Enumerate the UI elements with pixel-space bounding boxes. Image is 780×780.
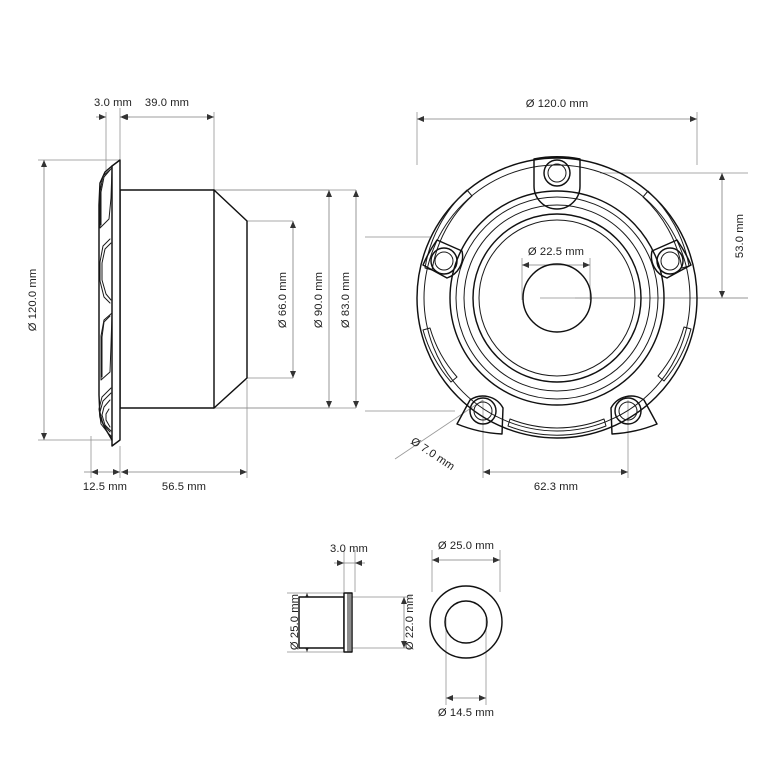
front-view-rim-slots bbox=[422, 189, 692, 436]
dim-rear-barrel-diameter: Ø 90.0 mm bbox=[313, 190, 332, 408]
dim-center-bore: Ø 22.5 mm bbox=[522, 246, 590, 268]
front-view-mounting-holes bbox=[422, 156, 692, 435]
grommet-front-body bbox=[429, 585, 503, 659]
dim-grommet-collar-thickness: 3.0 mm bbox=[330, 543, 368, 566]
dim-grommet-outer-diameter: Ø 25.0 mm bbox=[432, 540, 500, 563]
dim-label-bolt-vertical-span: 53.0 mm bbox=[734, 214, 746, 258]
side-view-extension-lines bbox=[38, 108, 356, 478]
mounting-hole-top bbox=[533, 156, 581, 210]
front-view-body bbox=[416, 157, 698, 439]
dim-front-outer-diameter: Ø 120.0 mm bbox=[417, 98, 697, 122]
dim-label-front-barrel-diameter: Ø 66.0 mm bbox=[277, 272, 289, 328]
dim-label-flange-diameter: Ø 120.0 mm bbox=[27, 269, 39, 332]
dim-label-grommet-flange-diameter: Ø 25.0 mm bbox=[289, 594, 301, 650]
front-view-extension-lines bbox=[365, 112, 748, 478]
grommet-side-body bbox=[298, 592, 353, 653]
dim-bolt-horizontal-span: 62.3 mm bbox=[483, 469, 628, 493]
side-view-group: 3.0 mm 39.0 mm Ø 120.0 mm Ø 66.0 mm bbox=[27, 97, 359, 493]
dim-mid-barrel-diameter: Ø 83.0 mm bbox=[340, 190, 359, 408]
dim-label-rear-barrel-diameter: Ø 90.0 mm bbox=[313, 272, 325, 328]
dim-label-grommet-bore-diameter: Ø 14.5 mm bbox=[438, 707, 494, 719]
dim-label-grommet-outer-diameter: Ø 25.0 mm bbox=[438, 540, 494, 552]
dim-total-body-depth: 56.5 mm bbox=[121, 469, 247, 493]
mounting-hole-lower-left bbox=[456, 395, 504, 435]
grommet-front-view-group: Ø 25.0 mm Ø 14.5 mm bbox=[429, 540, 503, 719]
dim-label-front-outer-diameter: Ø 120.0 mm bbox=[526, 98, 589, 110]
mounting-hole-lower-right bbox=[610, 395, 658, 435]
dim-bolt-vertical-span: 53.0 mm bbox=[719, 173, 746, 298]
side-view-flange bbox=[98, 159, 121, 447]
dim-label-grommet-collar-thickness: 3.0 mm bbox=[330, 543, 368, 555]
dim-label-step-depth: 12.5 mm bbox=[83, 481, 127, 493]
mounting-hole-left bbox=[422, 239, 464, 279]
grommet-front-extension-lines bbox=[431, 550, 501, 705]
grommet-side-view-group: 3.0 mm Ø 25.0 mm Ø 22.0 mm bbox=[287, 543, 416, 653]
dim-label-bolt-hole-diameter: Ø 7.0 mm bbox=[408, 435, 456, 473]
side-view-barrel bbox=[119, 189, 248, 409]
dim-label-bolt-horizontal-span: 62.3 mm bbox=[534, 481, 578, 493]
mounting-hole-right bbox=[650, 239, 692, 279]
dim-label-grommet-barrel-diameter: Ø 22.0 mm bbox=[404, 594, 416, 650]
dim-step-depth: 12.5 mm bbox=[83, 469, 127, 493]
dim-label-total-body-depth: 56.5 mm bbox=[162, 481, 206, 493]
dim-label-center-bore: Ø 22.5 mm bbox=[528, 246, 584, 258]
dim-grommet-barrel-diameter: Ø 22.0 mm bbox=[401, 594, 416, 650]
dim-grommet-bore-diameter: Ø 14.5 mm bbox=[438, 695, 494, 719]
dim-label-flange-thickness: 3.0 mm bbox=[94, 97, 132, 109]
dim-flange-diameter: Ø 120.0 mm bbox=[27, 160, 47, 440]
dim-body-length: 39.0 mm bbox=[121, 97, 214, 120]
dim-label-mid-barrel-diameter: Ø 83.0 mm bbox=[340, 272, 352, 328]
grommet-side-extension-lines bbox=[287, 550, 412, 653]
dim-label-body-length: 39.0 mm bbox=[145, 97, 189, 109]
dim-front-barrel-diameter: Ø 66.0 mm bbox=[277, 221, 296, 378]
front-view-group: Ø 120.0 mm 53.0 mm Ø 22.5 mm 62.3 mm Ø 7… bbox=[365, 98, 748, 493]
